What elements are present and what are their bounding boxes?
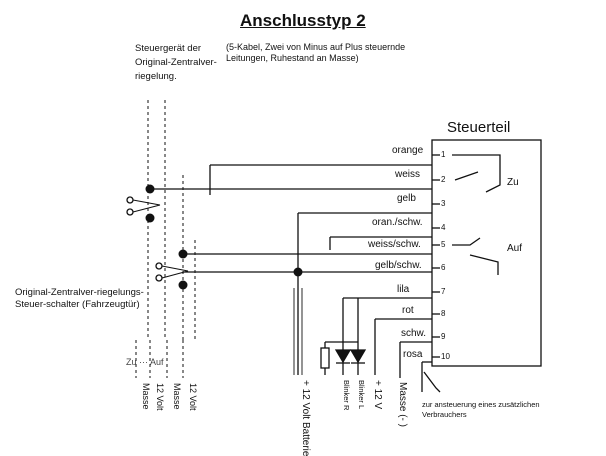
relay-zu-label: Zu (507, 177, 519, 188)
terminal-number: 7 (441, 287, 446, 296)
junction-dot (293, 267, 303, 277)
controller-label: Steuergerät der Original-Zentralver-rieg… (135, 43, 217, 82)
wire-label-1: orange (392, 145, 424, 156)
terminal-number: 5 (441, 240, 446, 249)
plus-12v-label: + 12 V (372, 380, 383, 410)
wire-label-8: rot (402, 305, 414, 316)
wire-label-5: weiss/schw. (368, 239, 421, 250)
cut-symbol-1 (132, 199, 161, 213)
junction-dot (178, 249, 188, 259)
masse-label: Masse (- ) (397, 382, 408, 427)
junction-dot (145, 184, 155, 194)
control-unit-box (431, 139, 542, 367)
footnote: zur ansteuerung eines zusätzlichen Verbr… (422, 400, 540, 419)
relay-zu (452, 154, 501, 193)
terminal-number: 8 (441, 309, 446, 318)
junction-dot (145, 213, 155, 223)
wire-label-4: oran./schw. (372, 217, 423, 228)
blinker-r-label: Blinker R (342, 380, 351, 411)
switch-leg-12v-2: 12 Volt (188, 383, 198, 411)
wire-label-9: schw. (401, 328, 427, 339)
wire-label-2: weiss (395, 169, 421, 180)
wire-label-7: lila (397, 284, 410, 295)
wire-label-6: gelb/schw. (375, 260, 422, 271)
switch-positions: Zu ··· Auf (126, 357, 164, 367)
battery-label: + 12 Volt Batterie (300, 380, 311, 456)
diagram-title: Anschlusstyp 2 (240, 11, 366, 30)
switch-leg-masse-2: Masse (172, 383, 182, 410)
switch-leg-masse-1: Masse (141, 383, 151, 410)
terminal-number: 10 (441, 352, 450, 361)
wire-label-3: gelb (397, 193, 416, 204)
diagram-subtitle: (5-Kabel, Zwei von Minus auf Plus steuer… (226, 42, 406, 63)
terminal-number: 6 (441, 263, 446, 272)
relay-auf (452, 237, 499, 275)
switch-label: Original-Zentralver-riegelungs-Steuer-sc… (15, 287, 144, 310)
terminal-number: 4 (441, 223, 446, 232)
blinker-l-label: Blinker L (357, 380, 366, 410)
terminal-number: 3 (441, 199, 446, 208)
wire-label-10: rosa (403, 349, 423, 360)
relay-auf-label: Auf (507, 243, 523, 254)
cut-symbol-2 (161, 265, 189, 279)
terminal-number: 9 (441, 332, 446, 341)
junction-dot (178, 280, 188, 290)
switch-leg-12v-1: 12 Volt (155, 383, 165, 411)
terminal-number: 2 (441, 175, 446, 184)
control-unit-label: Steuerteil (447, 119, 511, 136)
terminal-number: 1 (441, 150, 446, 159)
